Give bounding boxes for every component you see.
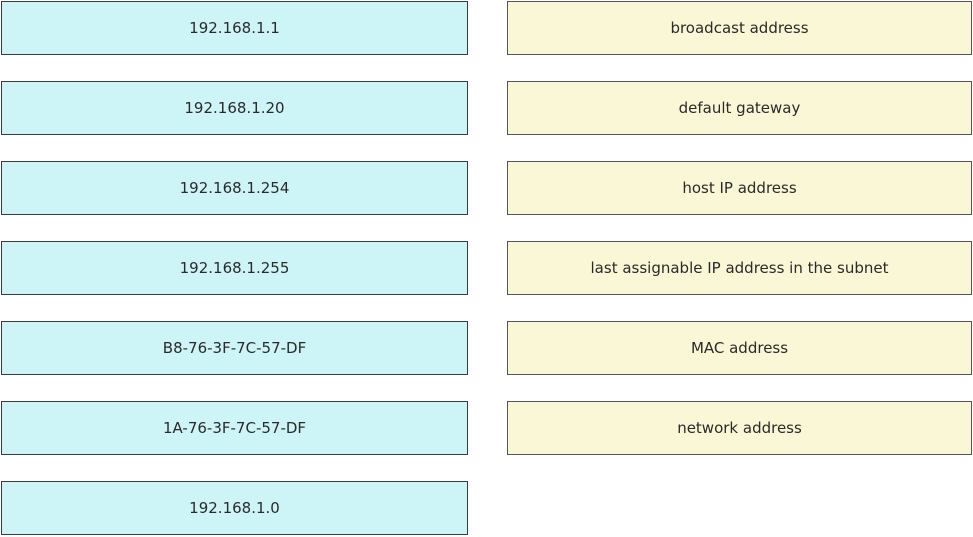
- description-target[interactable]: network address: [507, 401, 972, 455]
- value-tile[interactable]: 192.168.1.255: [1, 241, 468, 295]
- description-target[interactable]: last assignable IP address in the subnet: [507, 241, 972, 295]
- description-target[interactable]: host IP address: [507, 161, 972, 215]
- description-target[interactable]: MAC address: [507, 321, 972, 375]
- value-tile[interactable]: B8-76-3F-7C-57-DF: [1, 321, 468, 375]
- value-tile[interactable]: 1A-76-3F-7C-57-DF: [1, 401, 468, 455]
- description-target[interactable]: default gateway: [507, 81, 972, 135]
- description-target[interactable]: broadcast address: [507, 1, 972, 55]
- value-tile[interactable]: 192.168.1.0: [1, 481, 468, 535]
- value-tile[interactable]: 192.168.1.254: [1, 161, 468, 215]
- value-tile[interactable]: 192.168.1.20: [1, 81, 468, 135]
- value-tile[interactable]: 192.168.1.1: [1, 1, 468, 55]
